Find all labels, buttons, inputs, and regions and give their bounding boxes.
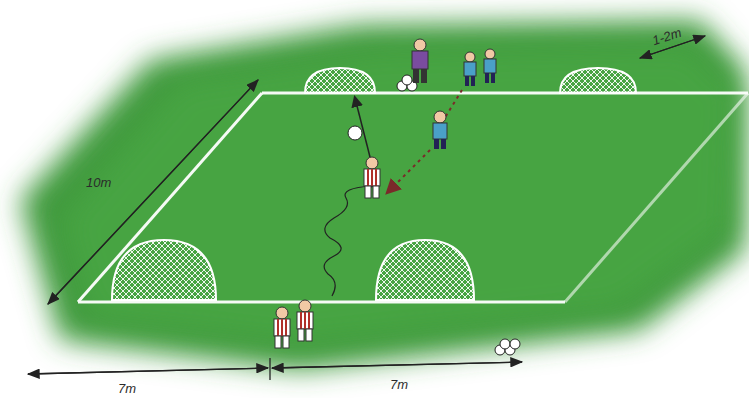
dimension-label: 10m xyxy=(86,176,111,189)
dimension-label: 7m xyxy=(118,382,136,395)
dimension-label: 7m xyxy=(390,378,408,391)
